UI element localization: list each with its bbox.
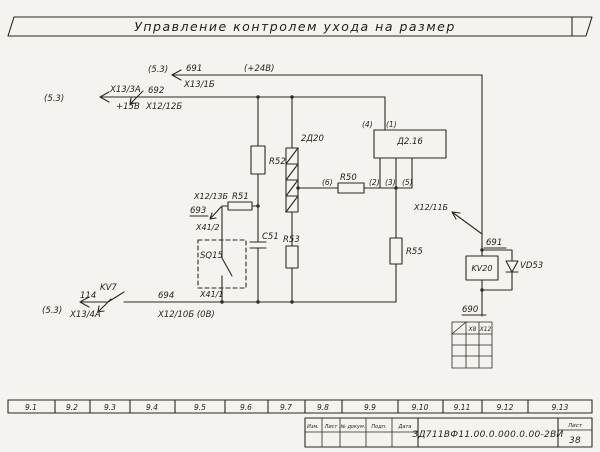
connector-x41-2: X41/2 — [195, 223, 219, 232]
label-r51: R51 — [232, 192, 249, 202]
zone-9-4: 9.4 — [146, 403, 158, 412]
contact-table-col2: Х12 — [479, 326, 492, 333]
labels: (5.3) 691 X13/1Б (+24В) (5.3) X13/3A 692… — [42, 64, 543, 320]
module-d216 — [373, 129, 447, 159]
titleblock-header-podp: Подп. — [371, 424, 386, 430]
sheet-number: 38 — [569, 436, 581, 446]
contact-table-col1: X8 — [468, 326, 477, 333]
resistor-r50 — [337, 182, 365, 194]
title-banner: Управление контролем ухода на размер — [7, 16, 593, 37]
zone-9-8: 9.8 — [317, 403, 329, 412]
zone-9-7: 9.7 — [280, 403, 292, 412]
label-r53: R53 — [283, 235, 300, 245]
connector-arrows — [97, 90, 483, 313]
components — [197, 129, 519, 289]
label-kv7: KV7 — [100, 283, 117, 293]
titleblock-header-izm: Изм. — [307, 424, 319, 430]
junction-dots — [220, 95, 484, 304]
connector-x13-4a: X13/4A — [69, 310, 101, 320]
wire-label-692: 692 — [148, 86, 164, 96]
zone-9-2: 9.2 — [66, 403, 78, 412]
resistor-r55 — [389, 237, 403, 265]
wire-label-691-kv20: 691 — [486, 238, 502, 248]
connector-x13-1b: X13/1Б — [183, 80, 215, 90]
sheet-label: Лист — [567, 423, 583, 429]
wire-15v — [99, 91, 386, 131]
label-vd53: VD53 — [520, 261, 543, 271]
label-d216: Д2.16 — [396, 137, 423, 147]
zone-9-1: 9.1 — [25, 403, 37, 412]
zone-9-6: 9.6 — [240, 403, 252, 412]
kv7-contact-blade — [107, 291, 125, 303]
wire-label-694: 694 — [158, 291, 174, 301]
zone-9-10: 9.10 — [412, 403, 429, 412]
label-r50: R50 — [340, 173, 357, 183]
pin-4: (4) — [362, 120, 373, 129]
sheet-ref-bottom: (5.3) — [42, 306, 62, 316]
titleblock-header-ndoc: № докум. — [340, 424, 366, 430]
banner-frame — [7, 16, 593, 37]
wire-r50-pins — [297, 157, 413, 189]
label-dd20: 2Д20 — [301, 134, 324, 144]
resistor-r51 — [227, 201, 253, 211]
label-r52: R52 — [269, 157, 286, 167]
sheet-ref-mid: (5.3) — [44, 94, 64, 104]
label-r55: R55 — [406, 247, 423, 257]
label-underlines — [189, 215, 507, 316]
zone-9-12: 9.12 — [497, 403, 514, 412]
diode-stack-dd20 — [285, 147, 299, 213]
zone-9-9: 9.9 — [364, 403, 376, 412]
label-c51: C51 — [262, 232, 279, 242]
sq15-dashed-box — [197, 239, 247, 289]
wire-label-114: 114 — [80, 291, 96, 301]
zone-9-11: 9.11 — [454, 403, 471, 412]
sheet-ref-top: (5.3) — [148, 65, 168, 75]
zone-9-3: 9.3 — [104, 403, 116, 412]
voltage-24v: (+24В) — [244, 64, 274, 74]
voltage-15v: +15В — [116, 102, 140, 112]
resistor-r53 — [285, 245, 299, 269]
connector-x13-3a: X13/3A — [109, 85, 141, 95]
titleblock-header-list: Лист — [324, 424, 339, 430]
diode-vd53 — [505, 260, 519, 273]
resistor-r52 — [250, 145, 266, 175]
relay-coil-kv20 — [465, 255, 499, 281]
wire-label-691: 691 — [186, 64, 202, 74]
wire-24v — [171, 69, 483, 257]
branch-kv20-vd53 — [481, 249, 519, 317]
pin-6: (6) — [322, 178, 333, 187]
connector-x12-11b: X12/11Б — [413, 203, 449, 212]
connector-x12-12b: X12/12Б — [145, 102, 182, 112]
label-sq15: SQ15 — [200, 251, 223, 261]
wire-0v-rail — [79, 296, 397, 308]
title-block: Изм. Лист № докум. Подп. Дата ЗД711ВФ11.… — [304, 417, 593, 448]
contact-table: X8 Х12 — [451, 321, 493, 369]
doc-number: ЗД711ВФ11.00.0.000.0.00-2ВИ — [412, 430, 563, 440]
pin-5: (5) — [402, 178, 413, 187]
pin-1: (1) — [386, 120, 397, 129]
pin-3: (3) — [385, 178, 396, 187]
connector-x12-13b: X12/13Б — [193, 192, 229, 201]
sq15-contact-blade — [221, 257, 233, 277]
wire-label-690: 690 — [462, 305, 478, 315]
zone-strip: 9.1 9.2 9.3 9.4 9.5 9.6 9.7 9.8 9.9 9.10… — [7, 399, 593, 414]
pin-2: (2) — [369, 178, 380, 187]
zone-9-5: 9.5 — [194, 403, 206, 412]
connector-x41-1: X41/1 — [199, 290, 223, 299]
branch-r52-c51 — [249, 96, 267, 303]
titleblock-header-data: Дата — [398, 424, 412, 430]
label-kv20: KV20 — [472, 264, 493, 273]
wire-label-693: 693 — [190, 206, 206, 216]
zone-9-13: 9.13 — [552, 403, 569, 412]
wires — [79, 69, 519, 317]
connector-x12-10b: X12/10Б (0В) — [157, 310, 215, 320]
page-title: Управление контролем ухода на размер — [134, 19, 456, 34]
